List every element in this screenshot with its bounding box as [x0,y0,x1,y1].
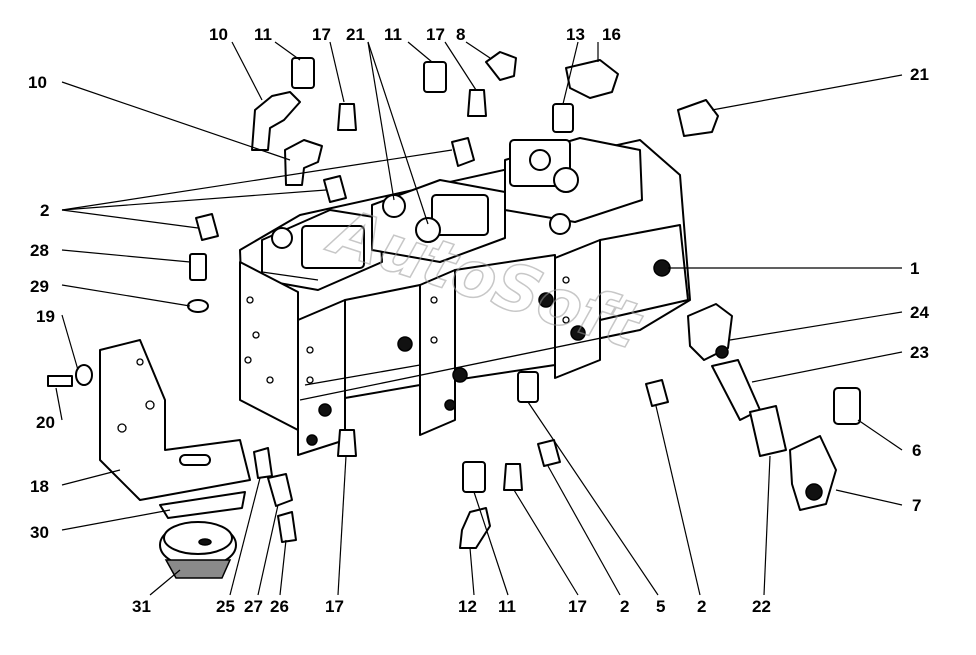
callout-7: 7 [912,496,921,515]
callout-labels: 10 11 17 21 11 17 8 13 16 10 21 2 28 1 2… [28,25,929,616]
callout-19: 19 [36,307,55,326]
callout-18: 18 [30,477,49,496]
callout-12: 12 [458,597,477,616]
callout-11: 11 [384,25,402,44]
callout-21: 21 [346,25,365,44]
callout-2: 2 [697,597,706,616]
callout-17: 17 [312,25,331,44]
callout-23: 23 [910,343,929,362]
callout-31: 31 [132,597,151,616]
callout-28: 28 [30,241,49,260]
callout-10: 10 [28,73,47,92]
callout-27: 27 [244,597,263,616]
callout-13: 13 [566,25,585,44]
callout-5: 5 [656,597,665,616]
callout-16: 16 [602,25,621,44]
callout-2: 2 [620,597,629,616]
callout-20: 20 [36,413,55,432]
callout-26: 26 [270,597,289,616]
callout-29: 29 [30,277,49,296]
callout-21: 21 [910,65,929,84]
valve-block-assembly [239,137,691,456]
callout-10: 10 [209,25,228,44]
callout-8: 8 [456,25,465,44]
callout-2: 2 [40,201,49,220]
callout-6: 6 [912,441,921,460]
callout-30: 30 [30,523,49,542]
callout-22: 22 [752,597,771,616]
leader-lines [55,41,903,596]
callout-25: 25 [216,597,235,616]
fittings [47,51,861,549]
callout-17: 17 [568,597,587,616]
callout-17: 17 [325,597,344,616]
callout-11: 11 [254,25,272,44]
callout-1: 1 [910,259,919,278]
callout-11: 11 [498,597,516,616]
callout-24: 24 [910,303,929,322]
callout-17: 17 [426,25,445,44]
bracket-and-mount [99,339,251,579]
